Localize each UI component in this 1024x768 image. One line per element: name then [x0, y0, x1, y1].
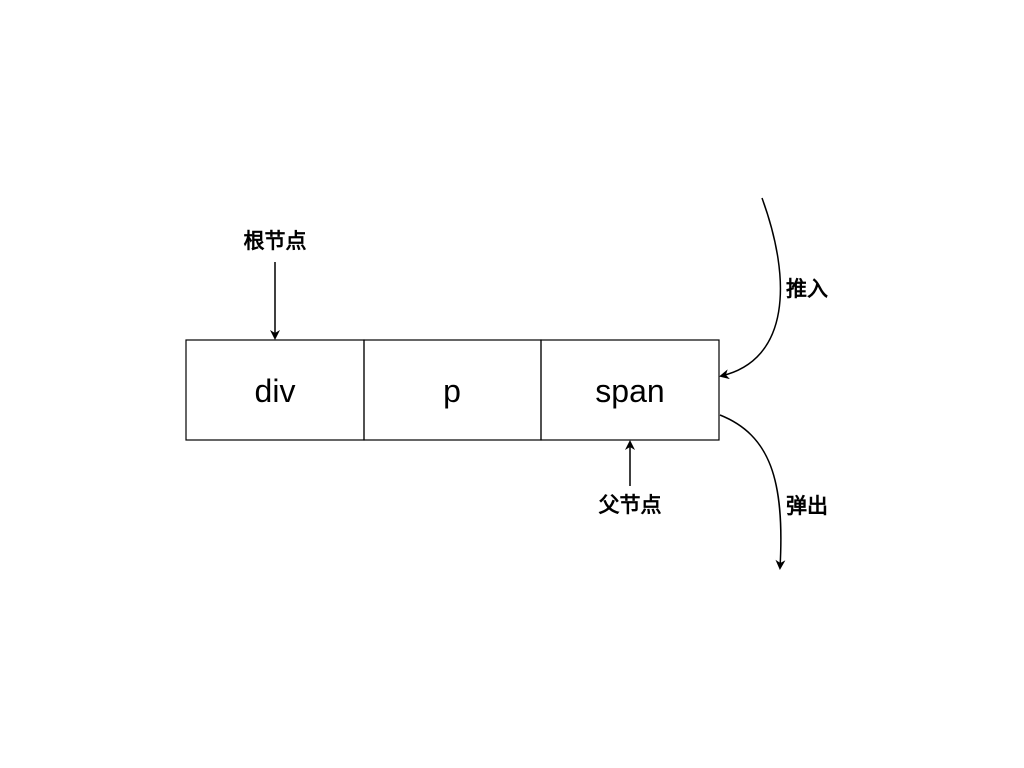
stack-cell-p: p	[363, 339, 542, 441]
parent-node-label: 父节点	[599, 493, 662, 517]
cell-label: span	[595, 373, 664, 409]
cell-label: p	[443, 373, 461, 409]
stack-cell-div: div	[185, 339, 365, 441]
push-arrow	[719, 197, 782, 380]
pop-arrow	[719, 414, 786, 570]
stack-cell-span: span	[540, 339, 720, 441]
push-label: 推入	[786, 277, 828, 301]
root-node-label: 根节点	[244, 229, 307, 253]
cell-label: div	[255, 373, 296, 409]
pop-label: 弹出	[786, 494, 828, 518]
